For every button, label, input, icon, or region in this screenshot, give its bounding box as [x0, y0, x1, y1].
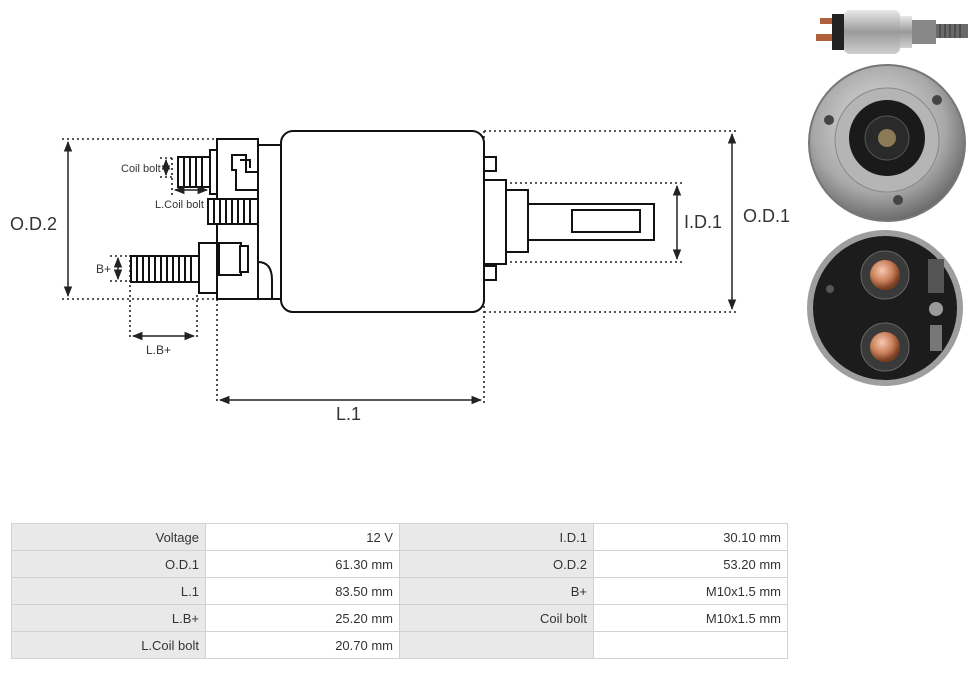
solenoid-front-photo	[808, 64, 966, 222]
spec-value: 53.20 mm	[593, 550, 788, 578]
spec-value: 20.70 mm	[205, 631, 400, 659]
coil-bolt-label: Coil bolt	[121, 163, 161, 175]
id1-label: I.D.1	[684, 212, 722, 232]
spec-label: I.D.1	[399, 523, 594, 551]
spec-label: O.D.2	[399, 550, 594, 578]
spec-label: Voltage	[11, 523, 206, 551]
solenoid-terminal-photo	[807, 230, 963, 386]
spec-label	[399, 631, 594, 659]
lb-plus-label: L.B+	[146, 343, 171, 357]
coil-bolt-thread	[207, 198, 259, 225]
b-plus-bolt	[130, 242, 218, 294]
spec-value: 12 V	[205, 523, 400, 551]
od2-label: O.D.2	[10, 214, 57, 234]
spec-label: Coil bolt	[399, 604, 594, 632]
spec-label: B+	[399, 577, 594, 605]
l1-label: L.1	[336, 404, 361, 424]
spec-label: L.1	[11, 577, 206, 605]
od1-label: O.D.1	[743, 206, 790, 226]
coil-bolt	[177, 149, 218, 195]
spec-value	[593, 631, 788, 659]
spec-value: M10x1.5 mm	[593, 604, 788, 632]
spec-value: 30.10 mm	[593, 523, 788, 551]
solenoid-dimension-diagram: O.D.2 O.D.1 I.D.1 L.1 L.B+ B+ Coil bolt …	[10, 130, 790, 424]
solenoid-drawing	[130, 130, 655, 313]
dimension-arrows	[63, 132, 737, 405]
spec-value: 61.30 mm	[205, 550, 400, 578]
spec-value: 25.20 mm	[205, 604, 400, 632]
spec-label: L.Coil bolt	[11, 631, 206, 659]
solenoid-side-photo	[816, 10, 968, 54]
b-plus-label: B+	[96, 262, 111, 276]
spec-label: O.D.1	[11, 550, 206, 578]
spec-value: 83.50 mm	[205, 577, 400, 605]
solenoid-can	[280, 130, 485, 313]
l-coil-bolt-label: L.Coil bolt	[155, 199, 204, 211]
spec-value: M10x1.5 mm	[593, 577, 788, 605]
spec-label: L.B+	[11, 604, 206, 632]
